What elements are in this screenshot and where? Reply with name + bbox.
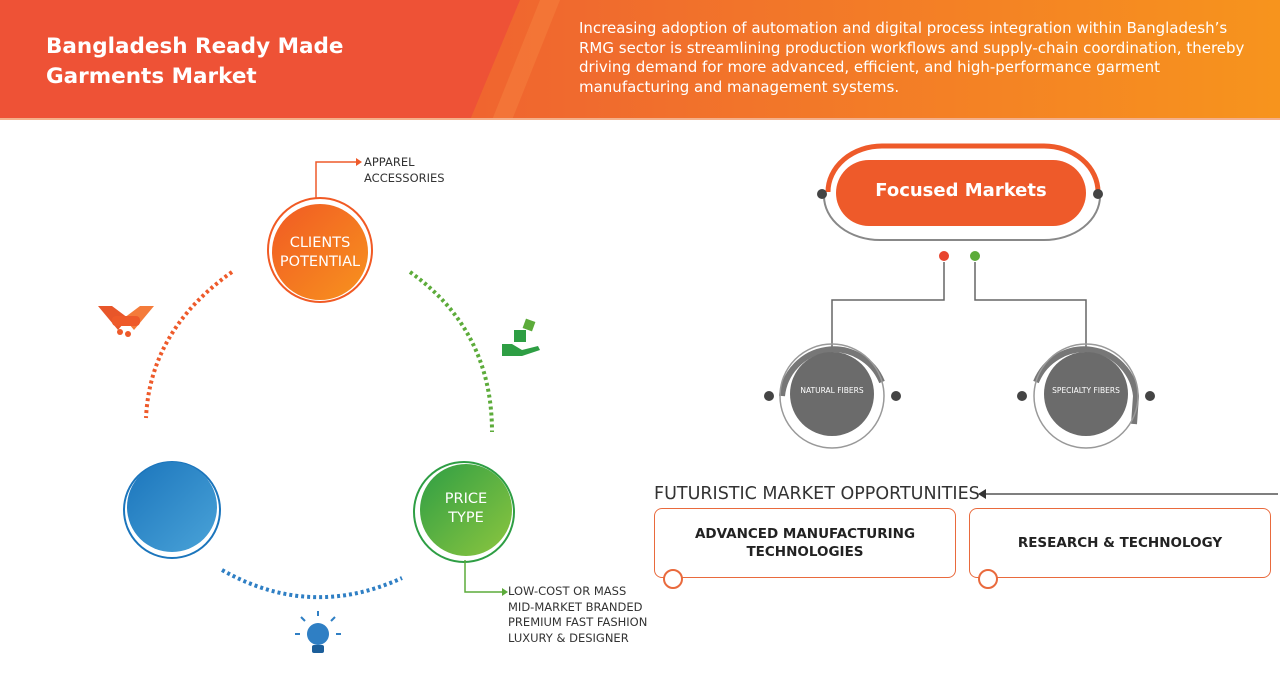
price-notes: LOW-COST OR MASS MID-MARKET BRANDED PREM… (508, 584, 647, 646)
arc-blue (221, 568, 403, 600)
price-note: MID-MARKET BRANDED (508, 599, 643, 614)
opportunity-knob (978, 569, 998, 589)
natural-dot-left (764, 391, 774, 401)
specialty-ring (1033, 343, 1139, 449)
natural-fibers-label: NATURAL FIBERS (800, 386, 864, 395)
opportunity-label: ADVANCED MANUFACTURING TECHNOLOGIES (694, 526, 916, 560)
connector-dot-red (939, 251, 949, 261)
focused-arc-top (825, 143, 1101, 193)
specialty-dot-left (1017, 391, 1027, 401)
lightbulb-icon (295, 611, 341, 653)
clients-note: ACCESSORIES (364, 170, 445, 185)
price-label-line2: TYPE (448, 510, 484, 526)
focused-arc-bottom (823, 195, 1101, 241)
hand-coins-icon (502, 318, 540, 356)
connector-dot-green (970, 251, 980, 261)
arc-orange (144, 270, 234, 419)
price-arrow (502, 588, 508, 596)
blue-circle (127, 462, 217, 552)
header-background (0, 0, 1280, 120)
opportunity-box-manufacturing: ADVANCED MANUFACTURING TECHNOLOGIES (654, 508, 956, 578)
opportunity-knob (663, 569, 683, 589)
price-label: PRICE TYPE (418, 490, 514, 528)
price-note: LOW-COST OR MASS (508, 584, 627, 598)
opportunities-arrow (978, 489, 986, 499)
price-note: LUXURY & DESIGNER (508, 630, 629, 645)
opportunity-box-research: RESEARCH & TECHNOLOGY (969, 508, 1271, 578)
natural-ring (779, 343, 885, 449)
clients-label-line2: POTENTIAL (279, 254, 361, 270)
price-connector (464, 560, 502, 593)
price-note: PREMIUM FAST FASHION (508, 615, 648, 629)
clients-connector (315, 161, 356, 198)
header-banner: Bangladesh Ready Made Garments Market In… (0, 0, 1280, 120)
header-subtitle: Increasing adoption of automation and di… (579, 19, 1245, 96)
page-title: Bangladesh Ready Made Garments Market (46, 34, 344, 89)
focused-pill (836, 160, 1086, 226)
specialty-dot-right (1145, 391, 1155, 401)
natural-arc-top (779, 346, 885, 397)
focused-dot-left (817, 189, 827, 199)
clients-circle (272, 204, 368, 300)
clients-arrow (356, 158, 362, 166)
connector-right (974, 262, 1087, 348)
opportunities-title: FUTURISTIC MARKET OPPORTUNITIES (654, 484, 980, 504)
handshake-icon (98, 306, 154, 337)
natural-circle (790, 352, 874, 436)
clients-label: CLIENTS POTENTIAL (272, 234, 368, 272)
focused-markets-label: Focused Markets (875, 180, 1047, 201)
arc-green (408, 270, 494, 433)
connector-left (831, 262, 945, 348)
clients-note: APPAREL (364, 155, 415, 169)
focused-dot-right (1093, 189, 1103, 199)
price-circle (420, 464, 512, 556)
clients-notes: APPAREL ACCESSORIES (364, 155, 445, 186)
clients-label-line1: CLIENTS (289, 235, 351, 251)
specialty-arc (1033, 346, 1140, 425)
natural-dot-right (891, 391, 901, 401)
specialty-circle (1044, 352, 1128, 436)
price-label-line1: PRICE (444, 491, 488, 507)
opportunity-label: RESEARCH & TECHNOLOGY (1017, 535, 1223, 551)
specialty-fibers-label: SPECIALTY FIBERS (1052, 386, 1120, 395)
